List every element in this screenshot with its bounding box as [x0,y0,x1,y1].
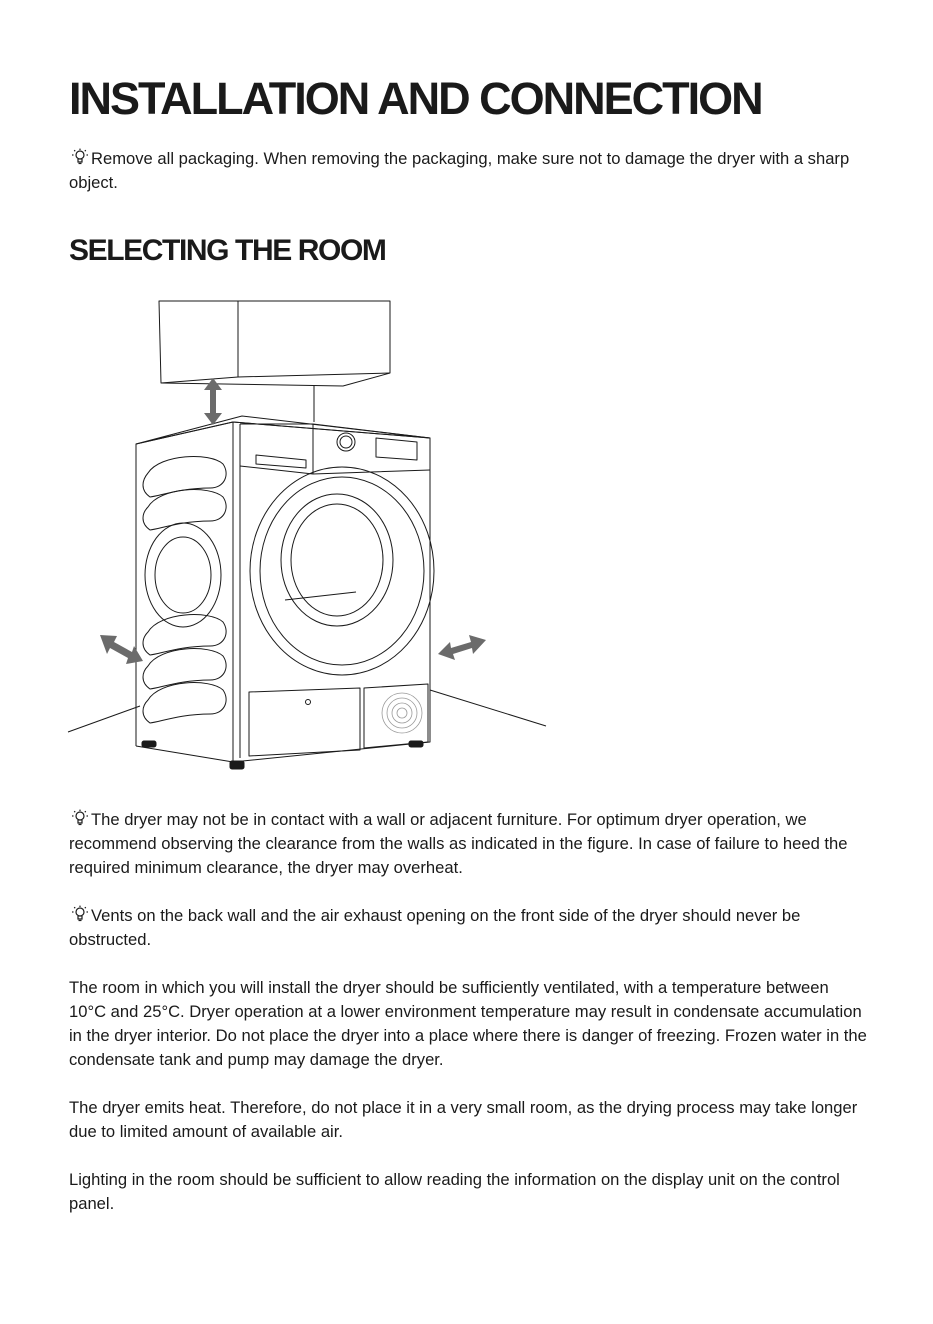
dryer-body [135,415,435,770]
vents-text: Vents on the back wall and the air exhau… [69,906,801,949]
ventilation-paragraph: The room in which you will install the d… [69,978,867,1069]
lighting-paragraph: Lighting in the room should be sufficien… [69,1170,840,1213]
intro-tip: Remove all packaging. When removing the … [69,147,869,195]
clearance-arrow-left [100,635,143,664]
vent-grille [381,692,423,734]
floor-line-left [67,705,141,733]
clearance-arrow-right [438,635,486,660]
overhead-cabinet [158,300,391,387]
page-title: INSTALLATION AND CONNECTION [69,73,764,124]
dryer-clearance-figure [60,292,560,782]
lightbulb-tip-icon [72,809,88,826]
dryer-illustration [67,300,547,770]
section-title: SELECTING THE ROOM [69,234,387,267]
heat-paragraph: The dryer emits heat. Therefore, do not … [69,1098,858,1141]
clearance-arrow-top [204,378,222,425]
side-embossing [142,456,227,724]
lightbulb-tip-icon [72,148,88,165]
clearance-tip: The dryer may not be in contact with a w… [69,808,869,880]
dryer-door [249,466,435,676]
intro-text: Remove all packaging. When removing the … [69,149,850,192]
vents-tip: Vents on the back wall and the air exhau… [69,904,869,952]
lightbulb-tip-icon [72,905,88,922]
bottom-panels [248,683,429,757]
clearance-arrows [100,378,486,664]
floor-line-right [429,689,547,727]
clearance-text: The dryer may not be in contact with a w… [69,810,848,877]
